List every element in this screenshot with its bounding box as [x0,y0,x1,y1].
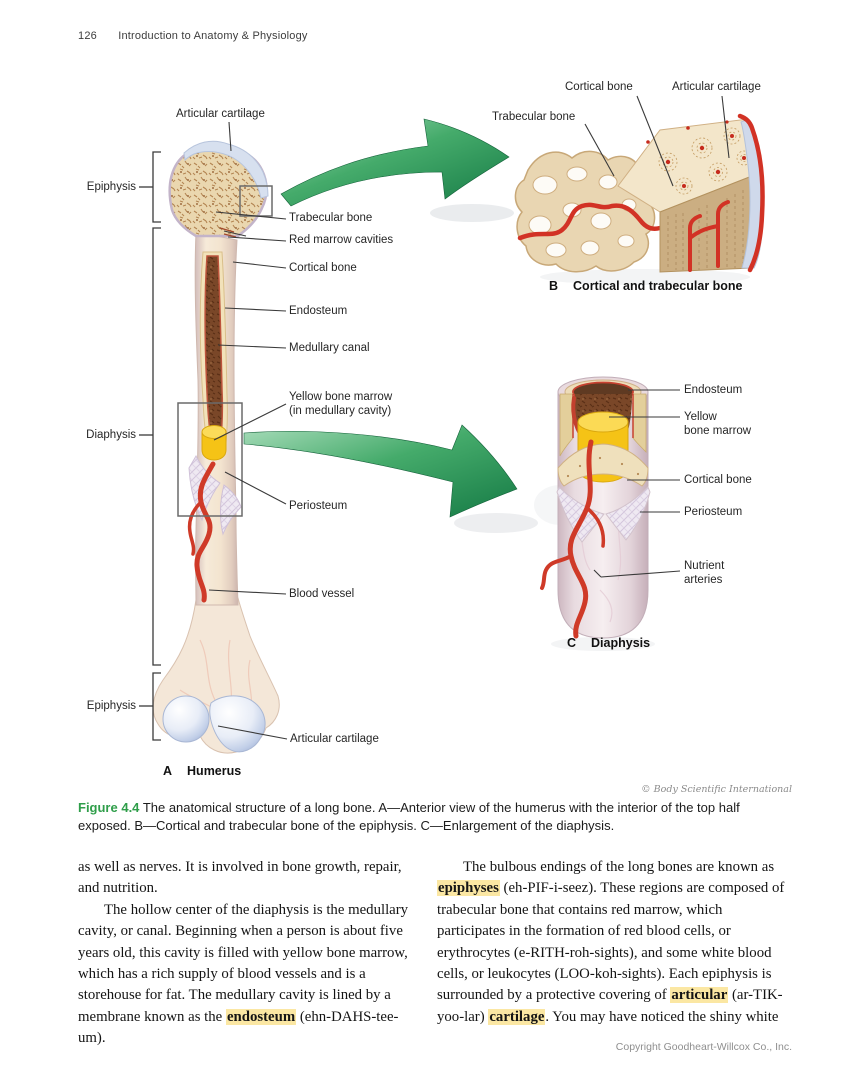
label-c-yellow-bone-marrow: Yellow bone marrow [684,411,752,437]
figure-credit: © Body Scientific International [641,784,792,795]
label-medullary-canal: Medullary canal [289,342,370,354]
page-number: 126 [78,30,97,42]
paragraph: The bulbous endings of the long bones ar… [437,859,785,1025]
label-red-marrow-cavities: Red marrow cavities [289,234,394,246]
page-header: 126 Introduction to Anatomy & Physiology [78,30,308,42]
label-diaphysis: Diaphysis [86,429,136,441]
paragraph: as well as nerves. It is involved in bon… [78,859,402,897]
leader-lines-c [593,389,681,578]
figure-caption-text: The anatomical structure of a long bone.… [78,800,740,833]
zoom-arrow-to-c [243,424,518,518]
figure-caption: Figure 4.4 The anatomical structure of a… [78,799,794,834]
highlighted-term: endosteum [225,1008,297,1025]
panel-a-humerus-art [152,140,280,754]
label-b-cortical-bone: Cortical bone [565,81,633,93]
highlighted-term: cartilage [488,1008,546,1025]
paragraph: The hollow center of the diaphysis is th… [78,901,409,1047]
label-yellow-bone-marrow: Yellow bone marrow (in medullary cavity) [289,391,393,417]
leader-lines-a [208,121,288,740]
zoom-arrow-to-b [280,118,510,207]
brackets [139,151,161,741]
label-cortical-bone: Cortical bone [289,262,357,274]
panel-b-art [514,113,765,273]
label-epiphysis-top: Epiphysis [86,181,136,193]
label-c-cortical-bone: Cortical bone [684,474,752,486]
body-column-left: as well as nerves. It is involved in bon… [78,857,410,1050]
label-b-trabecular-bone: Trabecular bone [492,111,576,123]
label-blood-vessel: Blood vessel [289,588,355,600]
figure-4-4-illustration [139,95,765,754]
highlighted-term: epiphyses [437,880,500,897]
label-endosteum: Endosteum [289,305,348,317]
label-epiphysis-bottom: Epiphysis [86,700,136,712]
highlighted-term: articular [670,987,729,1004]
label-articular-cartilage-top: Articular cartilage [176,108,265,120]
label-articular-cartilage-bottom: Articular cartilage [290,733,379,745]
copyright-footer: Copyright Goodheart-Willcox Co., Inc. [615,1041,792,1053]
running-title: Introduction to Anatomy & Physiology [118,30,308,42]
label-c-nutrient-arteries: Nutrient arteries [684,560,725,586]
soft-shadows [430,204,750,651]
panel-c-art [540,376,651,639]
label-c-endosteum: Endosteum [684,384,743,396]
label-c-periosteum: Periosteum [684,506,743,518]
label-periosteum: Periosteum [289,500,348,512]
body-column-right: The bulbous endings of the long bones ar… [437,857,793,1028]
label-trabecular-bone: Trabecular bone [289,212,373,224]
figure-number: Figure 4.4 [78,800,140,815]
leader-lines-b [584,95,730,187]
label-b-articular-cartilage: Articular cartilage [672,81,761,93]
